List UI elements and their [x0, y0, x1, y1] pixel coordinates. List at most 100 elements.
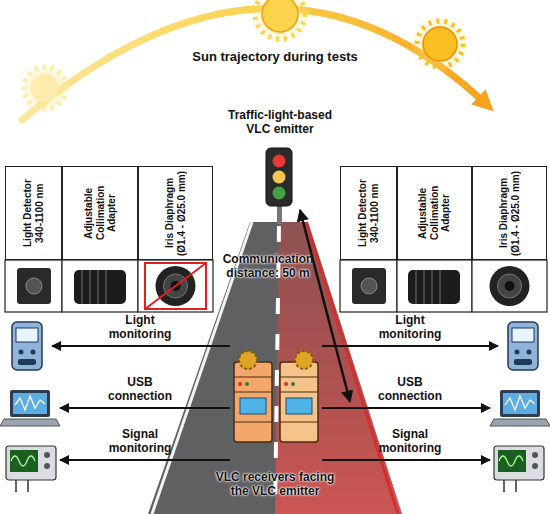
monitoring-arrow — [322, 345, 498, 347]
oscilloscope-knob — [44, 452, 50, 458]
connection-label: USB connection — [100, 375, 180, 403]
green-lamp — [273, 187, 286, 200]
node-text: Iris Diaphragm (Ø1.4 - Ø25.0 mm) — [164, 169, 187, 257]
meter-button — [31, 350, 36, 355]
waveform — [499, 456, 523, 466]
iris-ring — [498, 274, 522, 298]
oscilloscope-icon — [494, 446, 544, 480]
sun-glow — [410, 14, 470, 74]
yellow-lamp — [273, 171, 286, 184]
node-text: Traffic-light-based VLC emitter — [218, 108, 343, 136]
receiver-rack-lines — [280, 377, 318, 422]
waveform — [505, 396, 535, 410]
monitoring-arrow — [322, 459, 490, 461]
excluded-mark — [145, 263, 206, 309]
component-label-box: Iris Diaphragm (Ø1.4 - Ø25.0 mm) — [472, 166, 547, 260]
laptop-screen — [503, 393, 537, 414]
waveform — [15, 396, 45, 410]
component-label-box: Iris Diaphragm (Ø1.4 - Ø25.0 mm) — [138, 166, 213, 260]
light-meter-icon — [12, 322, 42, 370]
image-cell — [5, 260, 62, 312]
sun-glow — [248, 0, 312, 46]
distance-label: Communication distance: 50 m — [208, 252, 328, 280]
vlc-receiver-unit — [280, 362, 318, 442]
monitoring-arrow — [60, 407, 230, 409]
receiver-led — [238, 382, 242, 386]
waveform — [11, 456, 35, 466]
node-text: Light Detector 340-1100 nm — [357, 169, 380, 257]
oscilloscope-knob — [532, 463, 538, 469]
oscilloscope-knob — [44, 463, 50, 469]
image-cell — [340, 260, 397, 312]
receiver-led — [291, 382, 295, 386]
sun-trajectory-label: Sun trajectory during tests — [155, 50, 395, 64]
oscilloscope-screen — [10, 450, 38, 472]
laptop-base — [490, 419, 550, 426]
oscilloscope-probe — [504, 480, 516, 492]
iris-diaphragm-image — [490, 266, 530, 306]
node-text: VLC receivers facing the VLC emitter — [205, 470, 345, 498]
monitoring-arrow — [52, 345, 230, 347]
monitoring-label: Signal monitoring — [370, 427, 450, 455]
component-label-box: Adjustable Collimation Adapter — [62, 166, 138, 260]
oscilloscope-screen — [498, 450, 526, 472]
light-detector-image — [352, 268, 386, 304]
receiver-rack-lines — [234, 377, 272, 422]
image-cell — [62, 260, 138, 312]
collimation-adapter-image — [74, 270, 126, 304]
meter-screen — [16, 328, 38, 342]
sun-glow — [19, 62, 71, 114]
red-lamp — [273, 155, 286, 168]
sun — [423, 27, 457, 61]
excluded-mark — [145, 263, 206, 309]
vlc-receiver-group: VLC receivers facing the VLC emitter — [200, 350, 350, 498]
laptop-icon — [500, 390, 540, 417]
meter-screen — [512, 328, 534, 342]
sun-rays — [417, 21, 463, 67]
receiver-led — [284, 382, 288, 386]
laptop-screen — [13, 393, 47, 414]
receiver-screen — [240, 398, 266, 414]
lens-ribs — [416, 270, 440, 304]
node-text: Adjustable Collimation Adapter — [83, 169, 118, 257]
meter-button — [514, 359, 532, 365]
monitoring-arrow — [60, 459, 230, 461]
traffic-light-pole — [277, 204, 282, 224]
image-cell — [397, 260, 472, 312]
laptop-icon — [10, 390, 50, 417]
monitoring-label: Light monitoring — [100, 313, 180, 341]
monitoring-label: Signal monitoring — [100, 427, 180, 455]
sun-rays — [255, 0, 305, 39]
meter-button — [515, 350, 520, 355]
meter-button — [19, 350, 24, 355]
node-text: Light Detector 340-1100 nm — [22, 169, 45, 257]
meter-button — [527, 350, 532, 355]
vlc-receiver-unit — [234, 362, 272, 442]
receiver-led — [245, 382, 249, 386]
oscilloscope-icon — [6, 446, 56, 480]
meter-button — [18, 359, 36, 365]
iris-aperture — [505, 281, 515, 291]
component-label-box: Light Detector 340-1100 nm — [5, 166, 62, 260]
receiver-gear — [239, 351, 257, 369]
node-text: Adjustable Collimation Adapter — [417, 169, 452, 257]
sun — [262, 0, 298, 32]
sun-rays — [24, 67, 66, 109]
component-label-box: Light Detector 340-1100 nm — [340, 166, 397, 260]
oscilloscope-probe — [16, 480, 28, 492]
image-cell — [138, 260, 213, 312]
lens-ribs — [82, 270, 106, 304]
collimation-adapter-image — [408, 270, 460, 304]
distance-arrow — [300, 210, 350, 402]
traffic-light-housing — [266, 148, 292, 206]
image-cell — [472, 260, 547, 312]
receiver-gear — [295, 351, 313, 369]
monitoring-label: Light monitoring — [370, 313, 450, 341]
component-label-box: Adjustable Collimation Adapter — [397, 166, 472, 260]
sun — [31, 74, 59, 102]
connection-label: USB connection — [370, 375, 450, 403]
oscilloscope-knob — [532, 452, 538, 458]
laptop-base — [0, 419, 60, 426]
